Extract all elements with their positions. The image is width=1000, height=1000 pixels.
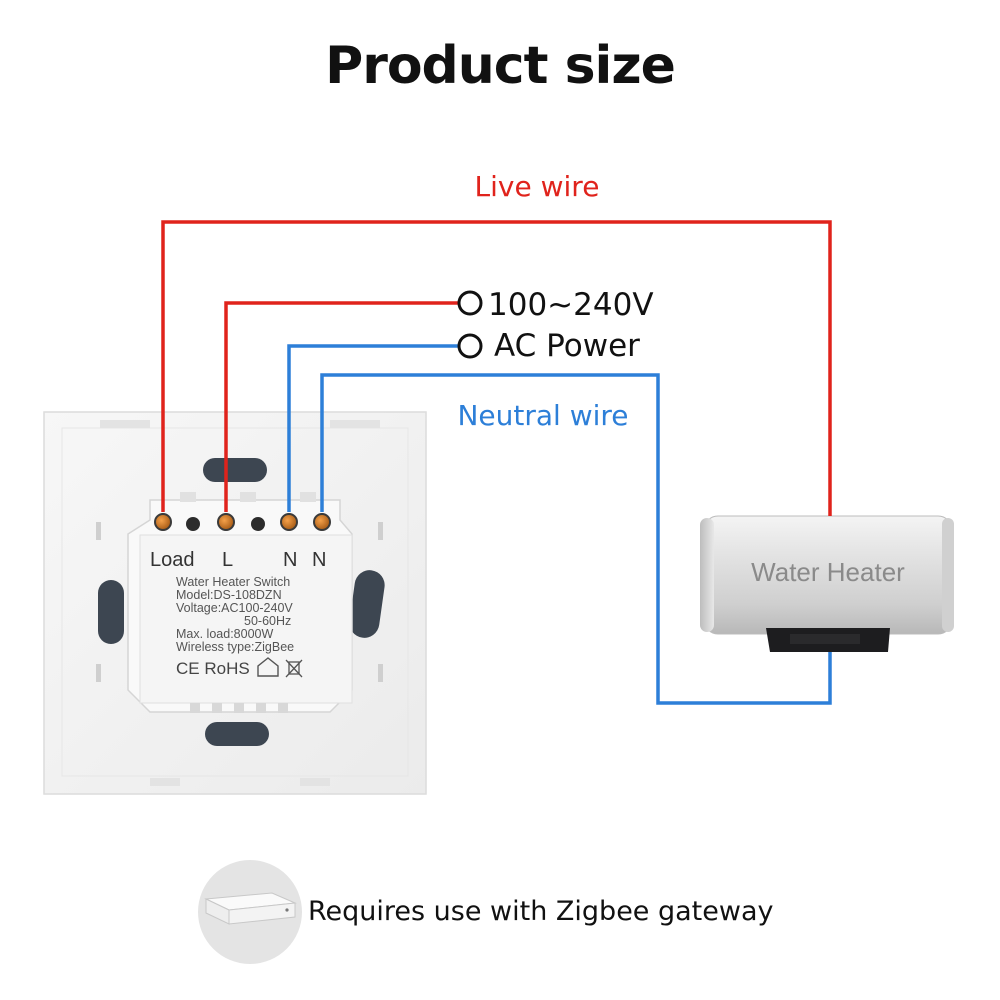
terminal-blank <box>186 517 200 531</box>
neutral-wire-to-heater <box>320 373 832 705</box>
switch-module <box>127 492 353 713</box>
power-terminal-neutral <box>457 333 483 359</box>
spec-line: Water Heater Switch <box>176 575 290 589</box>
certification-text: CE RoHS <box>176 659 250 678</box>
terminal-n1 <box>280 513 298 531</box>
live-wire-label: Live wire <box>475 170 600 203</box>
spec-line: Max. load:8000W <box>176 627 273 641</box>
terminal-load <box>154 513 172 531</box>
mount-slot-left <box>98 580 124 644</box>
mount-slot-top <box>203 458 267 482</box>
neutral-wire-to-power <box>287 344 458 512</box>
live-wire-to-power <box>224 301 458 512</box>
terminal-label-n2: N <box>312 549 326 571</box>
gateway-requirement-text: Requires use with Zigbee gateway <box>308 896 774 927</box>
power-terminal-live <box>457 290 483 316</box>
spec-line: Voltage:AC100-240V <box>176 601 293 615</box>
spec-line: Wireless type:ZigBee <box>176 640 294 654</box>
house-icon <box>257 657 279 677</box>
terminal-label-n1: N <box>283 549 297 571</box>
terminal-row <box>154 513 331 531</box>
mount-slot-bottom <box>205 722 269 746</box>
neutral-wire-label: Neutral wire <box>457 399 628 432</box>
terminal-n2 <box>313 513 331 531</box>
spec-line: Model:DS-108DZN <box>176 588 282 602</box>
heater-label: Water Heater <box>751 557 905 587</box>
terminal-label-load: Load <box>150 549 195 571</box>
weee-bin-icon <box>285 659 303 678</box>
power-type-label: AC Power <box>494 328 640 364</box>
water-heater: Water Heater <box>700 515 954 652</box>
terminal-l <box>217 513 235 531</box>
power-voltage-label: 100~240V <box>488 287 654 323</box>
terminal-blank <box>251 517 265 531</box>
mount-slot-right <box>349 570 385 638</box>
live-wire-to-heater <box>161 220 832 516</box>
spec-line: 50-60Hz <box>244 614 291 628</box>
page-title: Product size <box>325 36 676 96</box>
terminal-label-l: L <box>222 549 233 571</box>
zigbee-gateway-icon <box>198 860 302 964</box>
